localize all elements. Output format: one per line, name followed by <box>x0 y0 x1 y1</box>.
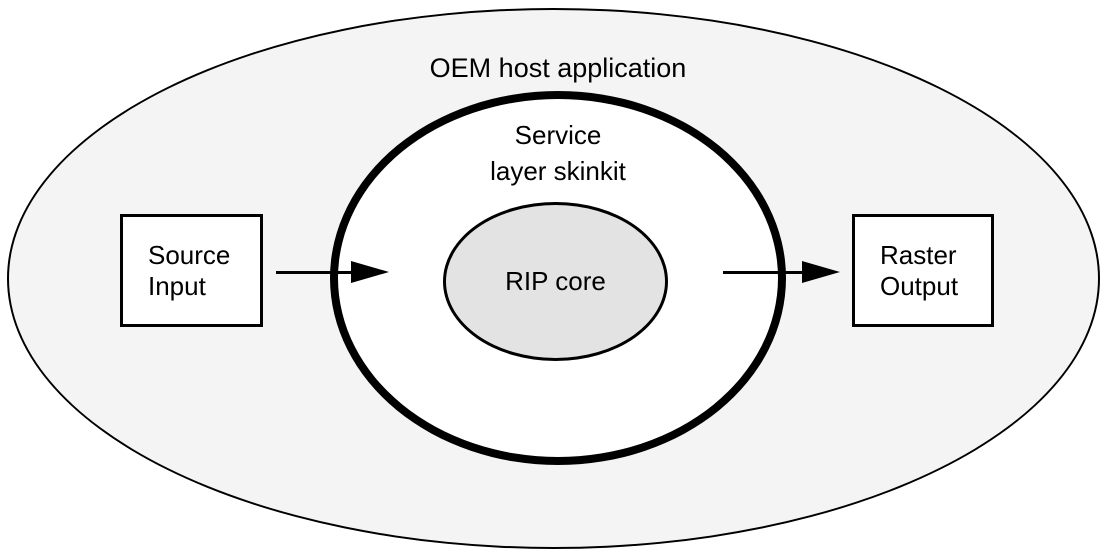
input-arrow-head-icon <box>351 261 389 283</box>
raster-output-box: Raster Output <box>852 214 994 327</box>
rip-core-label: RIP core <box>505 266 606 296</box>
rip-core-ellipse: RIP core <box>443 202 668 361</box>
source-input-label-line1: Source <box>148 239 231 270</box>
service-layer-label: Service layer skinkit <box>330 117 786 189</box>
output-arrow-head-icon <box>802 261 840 283</box>
raster-output-label-line2: Output <box>880 270 959 301</box>
oem-host-label: OEM host application <box>429 53 687 83</box>
output-arrow-line <box>723 271 805 274</box>
source-input-box: Source Input <box>120 214 263 327</box>
service-layer-label-line2: layer skinkit <box>490 156 626 186</box>
raster-output-label-line1: Raster <box>880 239 957 270</box>
input-arrow-line <box>276 271 362 274</box>
source-input-label-line2: Input <box>148 270 206 301</box>
service-layer-label-line1: Service <box>514 120 602 150</box>
